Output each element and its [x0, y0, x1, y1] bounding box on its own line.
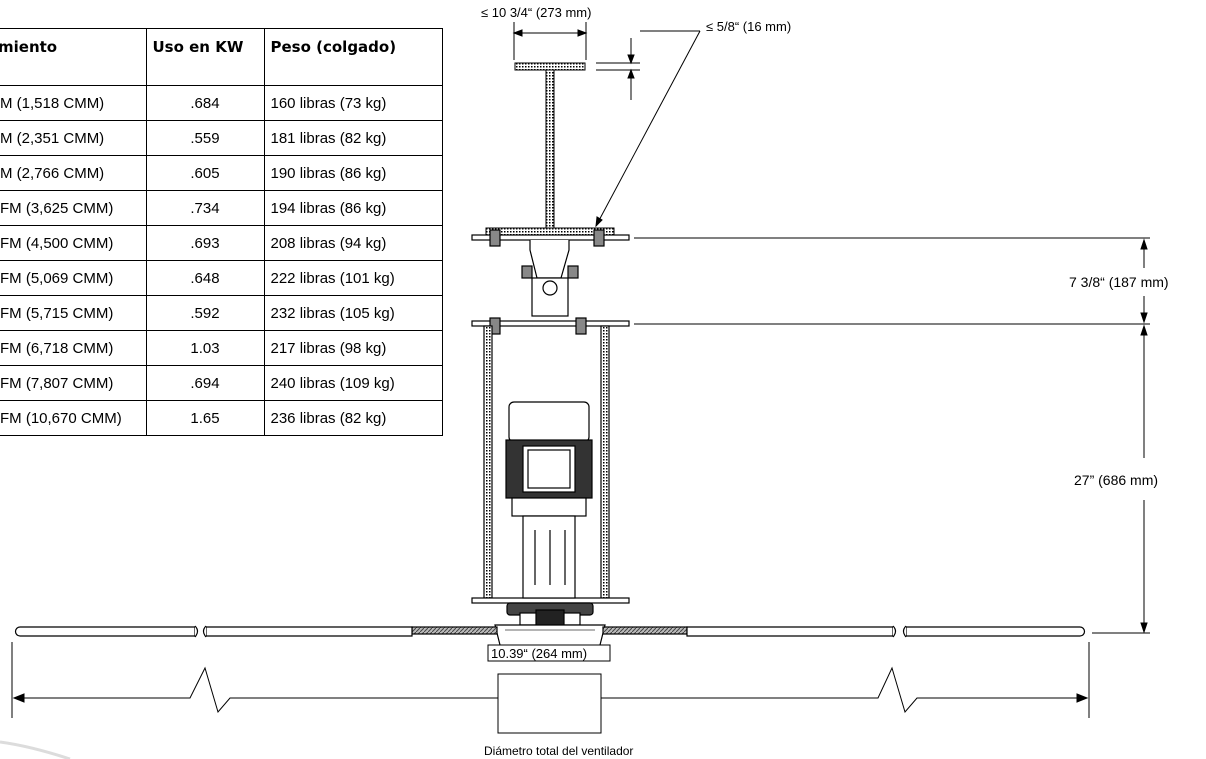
header-flow: miento — [0, 28, 147, 86]
frame — [471, 317, 630, 604]
cell-kw: .684 — [145, 85, 265, 121]
cell-weight: 222 libras (101 kg) — [263, 260, 443, 296]
cell-flow: FM (4,500 CMM) — [0, 225, 147, 261]
hub-width-label: 10.39“ (264 mm) — [491, 646, 587, 661]
cell-weight: 190 libras (86 kg) — [263, 155, 443, 191]
cell-weight: 208 libras (94 kg) — [263, 225, 443, 261]
cell-flow: M (2,351 CMM) — [0, 120, 147, 156]
cell-weight: 236 libras (82 kg) — [263, 400, 443, 436]
diameter-dimension — [11, 642, 1090, 734]
spec-table: miento Uso en KW Peso (colgado) M (1,518… — [0, 28, 443, 436]
mount-height-dimension — [634, 237, 1150, 325]
corner-swoosh — [0, 740, 71, 759]
i-beam — [485, 62, 615, 236]
cell-weight: 232 libras (105 kg) — [263, 295, 443, 331]
flange-thickness-label: ≤ 5/8“ (16 mm) — [706, 19, 791, 34]
cell-weight: 217 libras (98 kg) — [263, 330, 443, 366]
beam-width-label: ≤ 10 3/4“ (273 mm) — [481, 5, 591, 20]
header-kw: Uso en KW — [145, 28, 265, 86]
cell-kw: 1.65 — [145, 400, 265, 436]
hub — [494, 602, 606, 650]
cell-flow: FM (7,807 CMM) — [0, 365, 147, 401]
cell-flow: M (2,766 CMM) — [0, 155, 147, 191]
cell-flow: FM (5,715 CMM) — [0, 295, 147, 331]
cell-flow: FM (3,625 CMM) — [0, 190, 147, 226]
beam-width-dimension — [512, 22, 588, 60]
hub-width-dimension — [487, 644, 611, 662]
cell-flow: FM (10,670 CMM) — [0, 400, 147, 436]
cell-weight: 240 libras (109 kg) — [263, 365, 443, 401]
mount-height-label: 7 3/8“ (187 mm) — [1069, 274, 1169, 290]
drop-height-label: 27” (686 mm) — [1074, 472, 1158, 488]
cell-weight: 194 libras (86 kg) — [263, 190, 443, 226]
cell-flow: FM (5,069 CMM) — [0, 260, 147, 296]
cell-weight: 181 libras (82 kg) — [263, 120, 443, 156]
motor — [505, 401, 593, 599]
cell-kw: .559 — [145, 120, 265, 156]
diameter-caption: Diámetro total del ventilador — [484, 744, 633, 758]
upper-mount — [471, 229, 630, 317]
drop-height-dimension — [1092, 324, 1150, 634]
flange-thickness-dimension — [595, 30, 701, 228]
blades — [14, 625, 1086, 638]
cell-flow: M (1,518 CMM) — [0, 85, 147, 121]
cell-kw: .592 — [145, 295, 265, 331]
